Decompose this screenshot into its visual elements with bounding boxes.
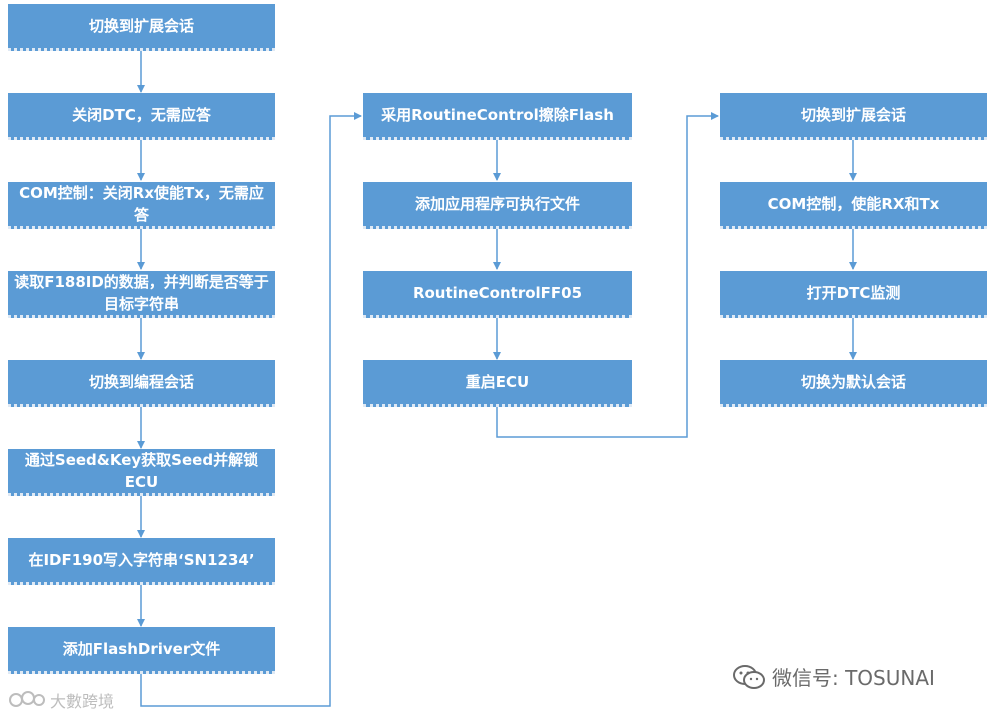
step-c2-4: 重启ECU: [363, 360, 632, 407]
step-c1-7: 在IDF190写入字符串‘SN1234’: [8, 538, 275, 585]
step-label: 通过Seed&Key获取Seed并解锁ECU: [24, 451, 259, 491]
step-c2-1: 采用RoutineControl擦除Flash: [363, 93, 632, 140]
step-label: 切换到编程会话: [88, 373, 194, 391]
step-label: 添加FlashDriver文件: [62, 640, 221, 658]
connector-col2-col3: [496, 112, 719, 438]
wechat-watermark: 微信号: TOSUNAI: [732, 662, 935, 691]
step-label: COM控制：关闭Rx使能Tx，无需应答: [19, 184, 264, 224]
brand-logo-icon: [9, 691, 45, 707]
step-c2-3: RoutineControlFF05: [363, 271, 632, 318]
step-c1-3: COM控制：关闭Rx使能Tx，无需应答: [8, 182, 275, 229]
step-label: 采用RoutineControl擦除Flash: [381, 106, 614, 124]
step-c3-4: 切换为默认会话: [720, 360, 987, 407]
step-label: 切换为默认会话: [800, 373, 906, 391]
step-label: 读取F188ID的数据，并判断是否等于目标字符串: [14, 273, 269, 313]
step-label: 切换到扩展会话: [88, 17, 194, 35]
step-label: 关闭DTC，无需应答: [72, 106, 211, 124]
step-label: 切换到扩展会话: [800, 106, 906, 124]
step-c3-1: 切换到扩展会话: [720, 93, 987, 140]
step-c3-3: 打开DTC监测: [720, 271, 987, 318]
wechat-icon: [733, 664, 765, 689]
step-c1-1: 切换到扩展会话: [8, 4, 275, 51]
step-c1-8: 添加FlashDriver文件: [8, 627, 275, 674]
step-c3-2: COM控制，使能RX和Tx: [720, 182, 987, 229]
step-c1-6: 通过Seed&Key获取Seed并解锁ECU: [8, 449, 275, 496]
brand-watermark: 大數跨境: [8, 688, 114, 712]
step-label: 在IDF190写入字符串‘SN1234’: [28, 551, 255, 569]
step-c2-2: 添加应用程序可执行文件: [363, 182, 632, 229]
step-c1-5: 切换到编程会话: [8, 360, 275, 407]
wechat-id-text: 微信号: TOSUNAI: [772, 666, 935, 690]
step-label: 重启ECU: [465, 373, 530, 391]
step-label: 添加应用程序可执行文件: [414, 195, 580, 213]
step-label: COM控制，使能RX和Tx: [767, 195, 940, 213]
step-label: 打开DTC监测: [806, 284, 901, 302]
connector-col1-col2: [140, 112, 362, 707]
step-c1-4: 读取F188ID的数据，并判断是否等于目标字符串: [8, 271, 275, 318]
step-c1-2: 关闭DTC，无需应答: [8, 93, 275, 140]
step-label: RoutineControlFF05: [412, 284, 583, 302]
brand-text: 大數跨境: [50, 692, 115, 711]
